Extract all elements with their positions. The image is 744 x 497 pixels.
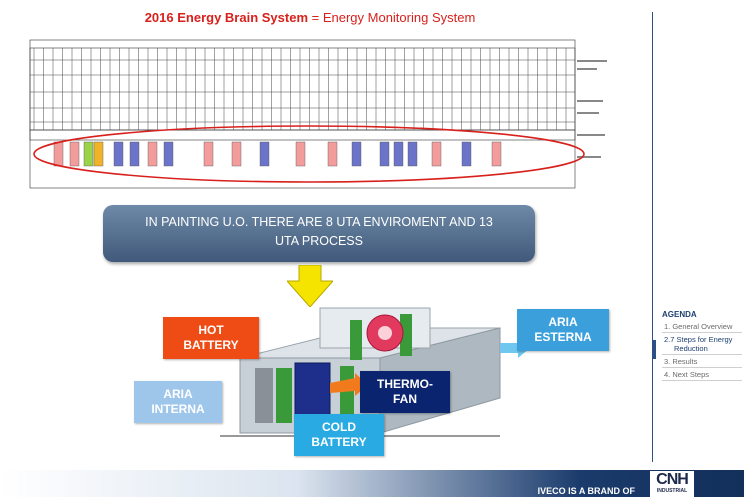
plan-unit-block: [129, 141, 140, 167]
title-rest: = Energy Monitoring System: [308, 10, 476, 25]
floor-plan-drawing: [29, 39, 607, 189]
plan-unit-block: [393, 141, 404, 167]
agenda-item-steps-line-1: 2.7 Steps for Energy: [664, 335, 733, 344]
plan-unit-block: [231, 141, 242, 167]
plan-unit-block: [461, 141, 472, 167]
plan-unit-block: [491, 141, 502, 167]
banner-line-1: IN PAINTING U.O. THERE ARE 8 UTA ENVIROM…: [145, 215, 493, 229]
footer-bar: [0, 470, 744, 497]
hot-battery-line-2: BATTERY: [183, 338, 239, 352]
aria-interna-line-2: INTERNA: [151, 402, 205, 416]
agenda-active-marker: [652, 340, 656, 359]
plan-unit-block: [351, 141, 362, 167]
plan-unit-block: [327, 141, 338, 167]
logo-subtext: INDUSTRIAL: [656, 488, 688, 494]
agenda-item-general-overview[interactable]: 1. General Overview: [662, 320, 742, 333]
thermo-fan-label: THERMO-FAN: [360, 371, 450, 413]
plan-unit-block: [379, 141, 390, 167]
cold-battery-line-1: COLD: [322, 420, 356, 434]
aria-esterna-line-2: ESTERNA: [534, 330, 592, 344]
logo-text: CNH: [656, 471, 689, 488]
plan-unit-block: [83, 141, 94, 167]
plan-unit-block: [259, 141, 270, 167]
hot-battery-line-1: HOT: [198, 323, 224, 337]
cnh-logo: CNH INDUSTRIAL: [650, 471, 694, 497]
plan-unit-block: [295, 141, 306, 167]
plan-unit-block: [69, 141, 80, 167]
down-arrow-icon: [287, 265, 333, 307]
plan-unit-block: [113, 141, 124, 167]
plan-unit-block: [431, 141, 442, 167]
thermo-fan-line-1: THERMO-: [377, 377, 433, 391]
aria-esterna-line-1: ARIA: [548, 315, 578, 329]
slide-title: 2016 Energy Brain System = Energy Monito…: [0, 10, 620, 25]
footer-brand-text: IVECO IS A BRAND OF: [537, 486, 635, 496]
plan-unit-block: [53, 141, 64, 167]
agenda-item-steps-line-2: Reduction: [674, 344, 708, 353]
banner-line-2: UTA PROCESS: [275, 234, 363, 248]
plan-unit-block: [93, 141, 104, 167]
agenda-item-results[interactable]: 3. Results: [662, 355, 742, 368]
aria-interna-line-1: ARIA: [163, 387, 193, 401]
plan-unit-block: [407, 141, 418, 167]
agenda-panel: AGENDA 1. General Overview 2.7 Steps for…: [662, 310, 742, 381]
title-bold: 2016 Energy Brain System: [144, 10, 309, 25]
plan-unit-block: [203, 141, 214, 167]
info-banner: IN PAINTING U.O. THERE ARE 8 UTA ENVIROM…: [103, 205, 535, 262]
plan-unit-block: [147, 141, 158, 167]
sidebar-divider: [652, 12, 653, 462]
thermo-fan-line-2: FAN: [393, 392, 417, 406]
cold-battery-line-2: BATTERY: [311, 435, 367, 449]
agenda-heading: AGENDA: [662, 310, 697, 319]
agenda-item-steps[interactable]: 2.7 Steps for Energy Reduction: [662, 333, 742, 355]
agenda-item-next-steps[interactable]: 4. Next Steps: [662, 368, 742, 381]
plan-unit-block: [163, 141, 174, 167]
